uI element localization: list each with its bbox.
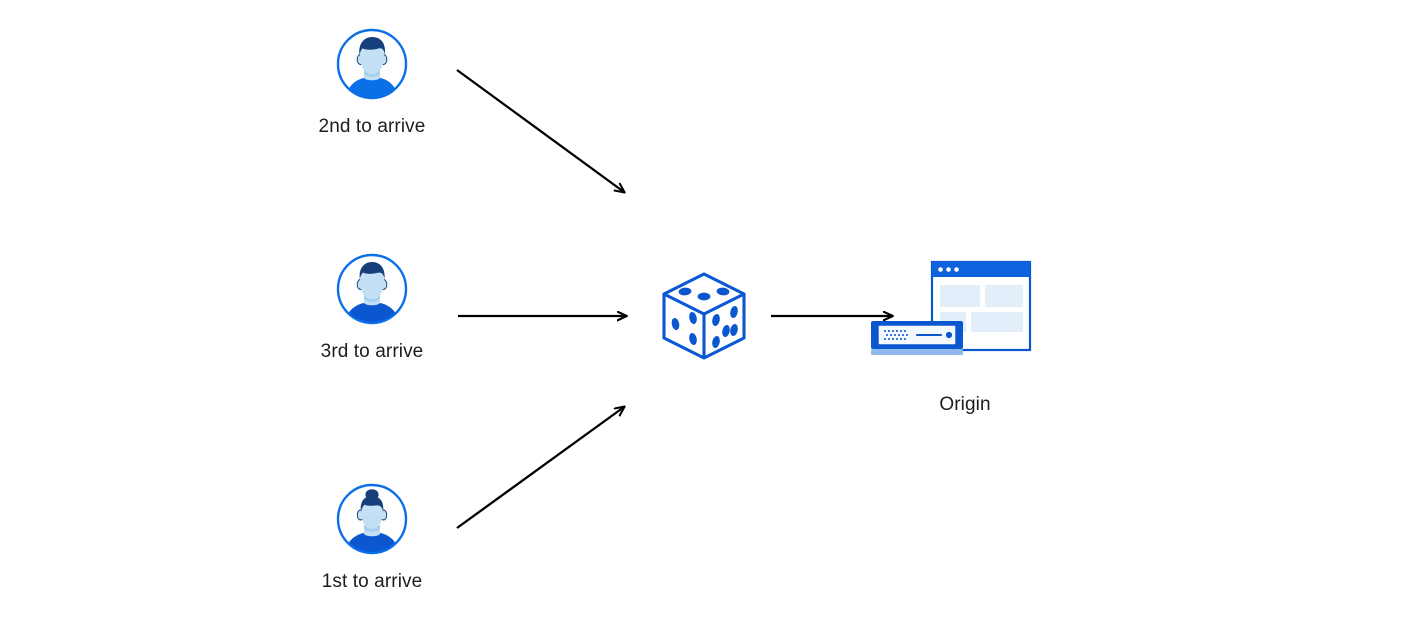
arrow-1st-to-dice [456, 407, 624, 529]
origin-server-browser-icon [871, 260, 1032, 355]
node-origin[interactable]: Origin [865, 258, 1065, 417]
user-avatar-female-icon [336, 483, 408, 555]
node-label-visitor-2nd: 2nd to arrive [318, 116, 426, 137]
user-avatar-male-icon [336, 28, 408, 100]
dice-icon [662, 272, 746, 360]
node-visitor-2nd[interactable]: 2nd to arrive [297, 27, 447, 139]
node-visitor-3rd[interactable]: 3rd to arrive [297, 252, 447, 364]
user-avatar-male-icon [336, 253, 408, 325]
node-label-visitor-1st: 1st to arrive [321, 571, 423, 592]
node-visitor-1st[interactable]: 1st to arrive [297, 482, 447, 594]
node-label-origin: Origin [939, 394, 991, 415]
arrow-2nd-to-dice [456, 69, 624, 192]
node-dice[interactable] [656, 268, 752, 364]
server-device-icon [871, 321, 963, 355]
node-label-visitor-3rd: 3rd to arrive [320, 341, 424, 362]
